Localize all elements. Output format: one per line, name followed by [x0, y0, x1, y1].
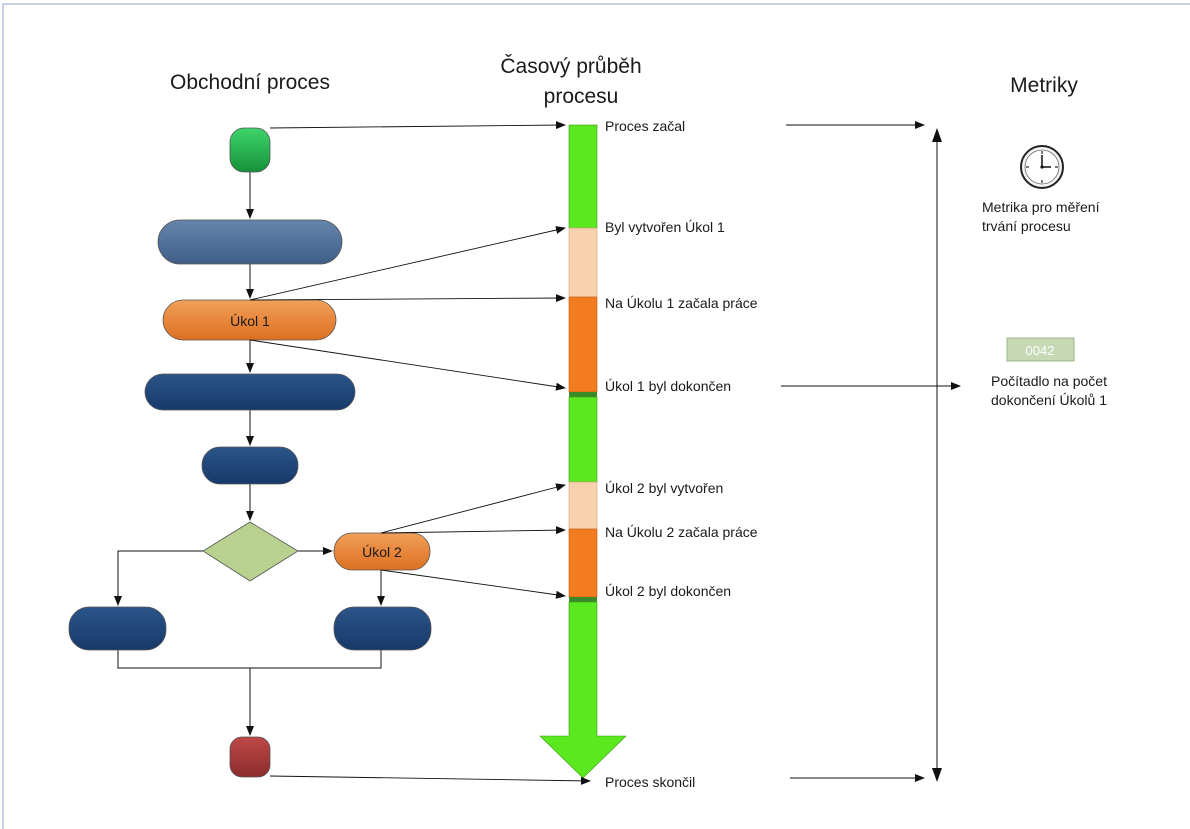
- header-timeline-line1: Časový průběh: [500, 55, 641, 78]
- duration-span-arrow-bottom: [932, 768, 942, 782]
- metric-duration-line2: trvání procesu: [982, 218, 1071, 234]
- event-process-started: Proces začal: [605, 118, 685, 134]
- timeline-segment-idle: [568, 396, 598, 483]
- timeline-segment-task2-working: [568, 528, 598, 598]
- header-timeline-line2: procesu: [544, 85, 619, 108]
- link-task1-created: [249, 226, 566, 301]
- link-task1-started: [249, 294, 566, 303]
- event-task2-done: Úkol 2 byl dokončen: [605, 583, 731, 599]
- end-node: [229, 736, 271, 778]
- process-step-3: [201, 446, 299, 485]
- counter-display: [1006, 337, 1075, 362]
- timeline-segment-task1-working: [568, 296, 598, 393]
- counter-value: 0042: [1026, 343, 1055, 358]
- event-task1-done: Úkol 1 byl dokončen: [605, 378, 731, 394]
- header-metrics: Metriky: [1010, 74, 1078, 97]
- link-process-ended: [269, 775, 591, 785]
- timeline-arrow-head: [539, 601, 627, 779]
- metric-duration-line1: Metrika pro měření: [982, 199, 1100, 215]
- timeline-segment-idle: [568, 124, 598, 229]
- link-task2-done: [380, 569, 566, 599]
- duration-span-arrow-top: [932, 128, 942, 142]
- link-process-started: [269, 121, 566, 130]
- timeline-segment-task2-waiting: [568, 481, 598, 530]
- process-step-1: [157, 219, 343, 265]
- metric-counter-line1: Počítadlo na počet: [991, 373, 1107, 389]
- metric-counter-line2: dokončení Úkolů 1: [991, 392, 1107, 408]
- link-task1-done: [249, 339, 566, 391]
- event-task1-created: Byl vytvořen Úkol 1: [605, 219, 725, 235]
- task-1-node: [162, 299, 337, 341]
- process-step-left: [68, 606, 167, 651]
- task-2-label: Úkol 2: [362, 544, 402, 560]
- frame-border: [2, 3, 1190, 829]
- start-node: [229, 127, 271, 173]
- flow-arrow-decision-left: [114, 550, 203, 606]
- event-task1-started: Na Úkolu 1 začala práce: [605, 295, 758, 311]
- header-business-process: Obchodní proces: [170, 71, 330, 94]
- link-task2-created: [380, 483, 566, 534]
- task-1-label: Úkol 1: [230, 313, 270, 329]
- process-step-2: [144, 373, 356, 411]
- link-task2-started: [380, 526, 566, 535]
- clock-icon: [1020, 145, 1064, 189]
- event-process-ended: Proces skončil: [605, 774, 695, 790]
- process-step-right: [333, 606, 432, 651]
- event-task2-started: Na Úkolu 2 začala práce: [605, 524, 758, 540]
- timeline-segment-task1-waiting: [568, 227, 598, 298]
- flow-merge-line: [117, 650, 382, 669]
- event-task2-created: Úkol 2 byl vytvořen: [605, 480, 723, 496]
- timeline-separator: [569, 597, 597, 602]
- timeline-separator: [569, 392, 597, 397]
- decision-node: [202, 521, 299, 582]
